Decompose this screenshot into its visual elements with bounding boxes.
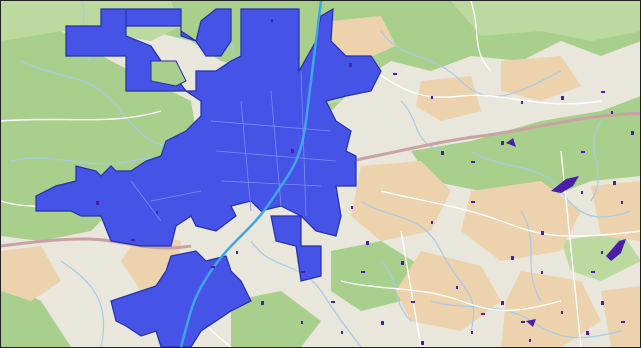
city-boundary-north[interactable] — [35, 7, 382, 247]
parcel[interactable] — [581, 191, 583, 194]
parcel[interactable] — [411, 301, 415, 303]
parcel-layer[interactable] — [96, 19, 634, 345]
parcel[interactable] — [581, 151, 585, 153]
parcel[interactable] — [561, 311, 563, 314]
parcel[interactable] — [601, 91, 605, 93]
parcel[interactable] — [261, 301, 264, 305]
parcel[interactable] — [541, 271, 543, 274]
parcel[interactable] — [401, 261, 404, 265]
parcel[interactable] — [621, 321, 625, 323]
city-boundary-layer[interactable] — [35, 7, 382, 347]
parcel[interactable] — [431, 96, 433, 99]
parcel[interactable] — [586, 331, 589, 335]
parcel[interactable] — [471, 331, 473, 334]
parcel[interactable] — [131, 239, 135, 241]
parcel[interactable] — [301, 271, 305, 273]
parcel[interactable] — [521, 101, 523, 104]
parcel[interactable] — [381, 321, 384, 325]
parcel[interactable] — [561, 96, 564, 100]
river — [179, 1, 323, 347]
parcel[interactable] — [521, 321, 525, 323]
city-boundary-southeast[interactable] — [270, 215, 322, 282]
parcel[interactable] — [471, 201, 475, 203]
parcel[interactable] — [481, 313, 485, 315]
parcel[interactable] — [421, 341, 424, 345]
parcel[interactable] — [361, 271, 365, 273]
city-boundary-south[interactable] — [110, 250, 252, 347]
parcel-large[interactable] — [551, 176, 579, 193]
parcel[interactable] — [591, 271, 595, 273]
city-streets — [130, 70, 337, 222]
parcel[interactable] — [301, 321, 303, 324]
parcel[interactable] — [631, 131, 634, 135]
parcel[interactable] — [349, 63, 352, 67]
parcel[interactable] — [271, 19, 273, 22]
parcel[interactable] — [366, 241, 369, 245]
parcel[interactable] — [156, 211, 158, 214]
parcel[interactable] — [511, 256, 514, 260]
parcel[interactable] — [456, 286, 458, 289]
parcel[interactable] — [331, 301, 335, 303]
parcel-large[interactable] — [506, 138, 516, 147]
parcel[interactable] — [501, 301, 504, 305]
city-boundary-hole — [150, 60, 187, 87]
parcel[interactable] — [541, 231, 544, 235]
parcel-large[interactable] — [606, 239, 626, 261]
parcel[interactable] — [621, 201, 623, 204]
parcel-large[interactable] — [526, 319, 536, 327]
parcel[interactable] — [471, 161, 475, 163]
parcel[interactable] — [211, 266, 215, 268]
parcel[interactable] — [431, 221, 433, 224]
parcel[interactable] — [291, 149, 294, 153]
parcel[interactable] — [529, 339, 531, 342]
parcel[interactable] — [341, 331, 343, 334]
parcel[interactable] — [393, 73, 397, 75]
parcel[interactable] — [351, 206, 353, 209]
parcel[interactable] — [96, 201, 99, 205]
parcel[interactable] — [613, 181, 616, 185]
parcel[interactable] — [236, 251, 238, 254]
parcel[interactable] — [611, 111, 613, 114]
parcel[interactable] — [601, 251, 603, 254]
parcel[interactable] — [501, 141, 504, 145]
parcel[interactable] — [441, 151, 444, 155]
parcel[interactable] — [601, 301, 604, 305]
